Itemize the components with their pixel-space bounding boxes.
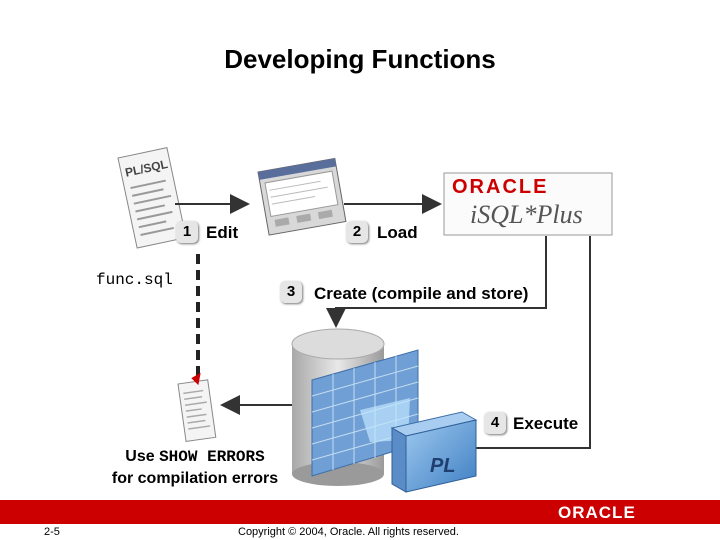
- show-errors-command: SHOW ERRORS: [159, 448, 265, 466]
- footer-oracle-logo: ORACLE: [558, 503, 636, 523]
- compile-errors-line: for compilation errors: [0, 470, 390, 488]
- show-errors-prefix: Use: [125, 448, 159, 465]
- step-3-label: Create (compile and store): [314, 284, 528, 304]
- oracle-brand: ORACLE: [452, 176, 548, 199]
- show-errors-line: Use SHOW ERRORS: [0, 448, 390, 466]
- file-name-label: func.sql: [96, 271, 173, 289]
- step-3-badge: 3: [280, 281, 302, 303]
- step-1-label: Edit: [206, 223, 238, 243]
- step-2-badge: 2: [346, 221, 368, 243]
- step-2-label: Load: [377, 223, 418, 243]
- error-report-icon: [177, 372, 216, 442]
- copyright-text: Copyright © 2004, Oracle. All rights res…: [238, 526, 459, 538]
- pl-label: PL: [430, 455, 456, 477]
- step-4-label: Execute: [513, 414, 578, 434]
- isqlplus-name: iSQL*Plus: [470, 200, 583, 230]
- page-number: 2-5: [44, 526, 60, 538]
- step-1-badge: 1: [176, 221, 198, 243]
- create-arrow: [336, 236, 546, 326]
- step-4-badge: 4: [484, 412, 506, 434]
- sql-window-icon: [258, 158, 346, 235]
